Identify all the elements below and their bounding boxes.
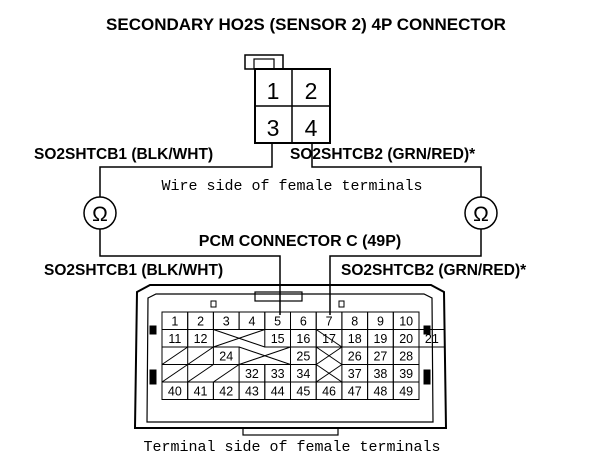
- blank-cavity-marker: [315, 364, 343, 383]
- pin-label: 45: [296, 384, 310, 398]
- svg-text:Ω: Ω: [92, 203, 108, 226]
- pin-label: 3: [223, 314, 230, 328]
- pin-label: 15: [271, 332, 285, 346]
- blank-cavity-marker: [213, 364, 240, 383]
- wire-sensor-left: [99, 143, 273, 197]
- pin-label: 8: [351, 314, 358, 328]
- sensor-pin-3: 3: [267, 115, 280, 141]
- sensor-connector: [244, 54, 331, 144]
- sensor-connector-title: SECONDARY HO2S (SENSOR 2) 4P CONNECTOR: [106, 15, 506, 34]
- pin-label: 9: [377, 314, 384, 328]
- pin-label: 49: [399, 384, 413, 398]
- wire-label-right-bottom: SO2SHTCB2 (GRN/RED)*: [341, 262, 527, 279]
- pin-label: 16: [296, 332, 310, 346]
- pin-label: 10: [399, 314, 413, 328]
- sensor-pin-1: 1: [267, 78, 280, 104]
- pin-label: 28: [399, 349, 413, 363]
- pin-label: 12: [194, 332, 208, 346]
- pin-label: 20: [399, 332, 413, 346]
- sensor-pin-4: 4: [305, 115, 318, 141]
- pin-label: 40: [168, 384, 182, 398]
- pin-label: 1: [171, 314, 178, 328]
- pcm-connector-title: PCM CONNECTOR C (49P): [199, 233, 401, 250]
- pin-label: 7: [326, 314, 333, 328]
- pin-label: 34: [296, 367, 310, 381]
- pin-label: 42: [219, 384, 233, 398]
- pin-label: 32: [245, 367, 259, 381]
- pin-label: 46: [322, 384, 336, 398]
- blank-cavity-marker: [161, 346, 188, 365]
- pin-label: 26: [348, 349, 362, 363]
- blank-cavity-marker: [161, 364, 188, 383]
- pcm-connector: [133, 284, 448, 436]
- blank-cavity-marker: [238, 346, 291, 365]
- svg-text:Ω: Ω: [473, 203, 489, 226]
- pin-label: 33: [271, 367, 285, 381]
- blank-cavity-marker: [315, 346, 343, 365]
- wire-label-left-bottom: SO2SHTCB1 (BLK/WHT): [44, 262, 223, 279]
- pcm-pin-grid: 1234567891011121516171819202124252627283…: [161, 311, 446, 400]
- pin-label: 24: [219, 349, 233, 363]
- pin-label: 2: [197, 314, 204, 328]
- pin-label: 21: [425, 332, 439, 346]
- pin-label: 38: [373, 367, 387, 381]
- pin-label: 47: [348, 384, 362, 398]
- wire-label-right-top: SO2SHTCB2 (GRN/RED)*: [290, 146, 476, 163]
- pin-label: 5: [274, 314, 281, 328]
- pcm-side-label: Terminal side of female terminals: [143, 439, 440, 456]
- ohmmeter-left-icon: Ω: [83, 196, 117, 230]
- pin-label: 4: [248, 314, 255, 328]
- sensor-side-label: Wire side of female terminals: [161, 178, 422, 195]
- pin-label: 39: [399, 367, 413, 381]
- pin-cell: [392, 381, 420, 400]
- blank-cavity-marker: [213, 329, 265, 348]
- blank-cavity-marker: [315, 329, 343, 348]
- wire-label-left-top: SO2SHTCB1 (BLK/WHT): [34, 146, 213, 163]
- pin-label: 11: [168, 332, 181, 346]
- pin-cell: [418, 329, 446, 348]
- ohmmeter-right-icon: Ω: [464, 196, 498, 230]
- blank-cavity-marker: [187, 346, 214, 365]
- pin-label: 27: [373, 349, 387, 363]
- pin-label: 48: [373, 384, 387, 398]
- pin-label: 37: [348, 367, 362, 381]
- pin-label: 18: [348, 332, 362, 346]
- pin-label: 41: [194, 384, 208, 398]
- pin-label: 43: [245, 384, 259, 398]
- blank-cavity-marker: [187, 364, 214, 383]
- sensor-pin-2: 2: [305, 78, 318, 104]
- sensor-wires: [99, 143, 482, 197]
- pin-label: 44: [271, 384, 285, 398]
- pin-label: 25: [296, 349, 310, 363]
- wire-sensor-right: [311, 143, 482, 197]
- pin-label: 19: [373, 332, 387, 346]
- pin-label: 6: [300, 314, 307, 328]
